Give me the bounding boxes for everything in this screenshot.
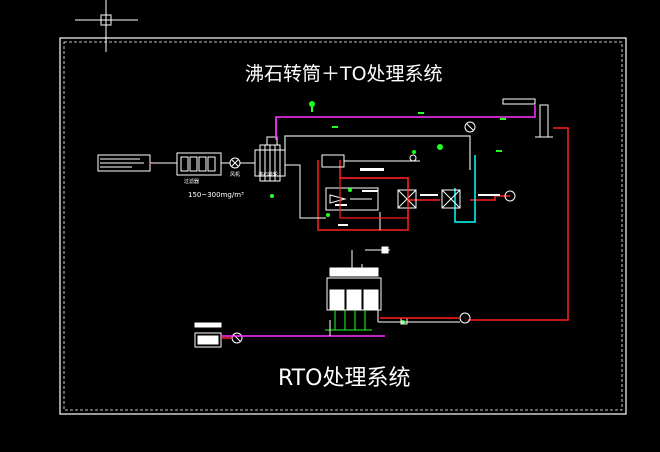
fan-icon <box>229 157 241 169</box>
filter-label: 过滤器 <box>184 178 199 185</box>
rto-fan-icon <box>231 332 243 344</box>
green-markers <box>270 101 506 324</box>
stack-fan-icon <box>464 121 476 133</box>
exhaust-inlet <box>97 154 151 172</box>
pipe-clean-air <box>275 105 536 137</box>
pipe-gray <box>284 135 471 170</box>
chimney-icon <box>502 98 553 138</box>
pipe-cyan <box>454 155 476 223</box>
rto-unit <box>326 246 390 311</box>
crosshair-cursor-icon <box>75 0 138 52</box>
to-inner-red <box>339 177 409 219</box>
drawing-frame-inner <box>63 41 623 411</box>
rotor-label: 沸石转轮 <box>258 171 278 178</box>
rto-bottom-lines <box>325 310 372 331</box>
filter-unit <box>176 152 222 176</box>
zeolite-rotor <box>254 136 286 182</box>
title-rto: RTO处理系统 <box>278 366 410 391</box>
title-zeolite-to: 沸石转筒＋TO处理系统 <box>245 63 443 85</box>
rto-outlet-lines <box>329 310 471 336</box>
to-small-labels <box>335 168 500 226</box>
pipe-red-right <box>470 195 510 201</box>
fan-label: 风机 <box>230 171 240 178</box>
rto-inlet <box>194 322 222 348</box>
concentration-label: 150~300mg/m³ <box>188 191 244 199</box>
drawing-frame-outer <box>59 37 627 415</box>
pipe-red-main <box>468 127 569 321</box>
to-combustor <box>285 154 516 230</box>
